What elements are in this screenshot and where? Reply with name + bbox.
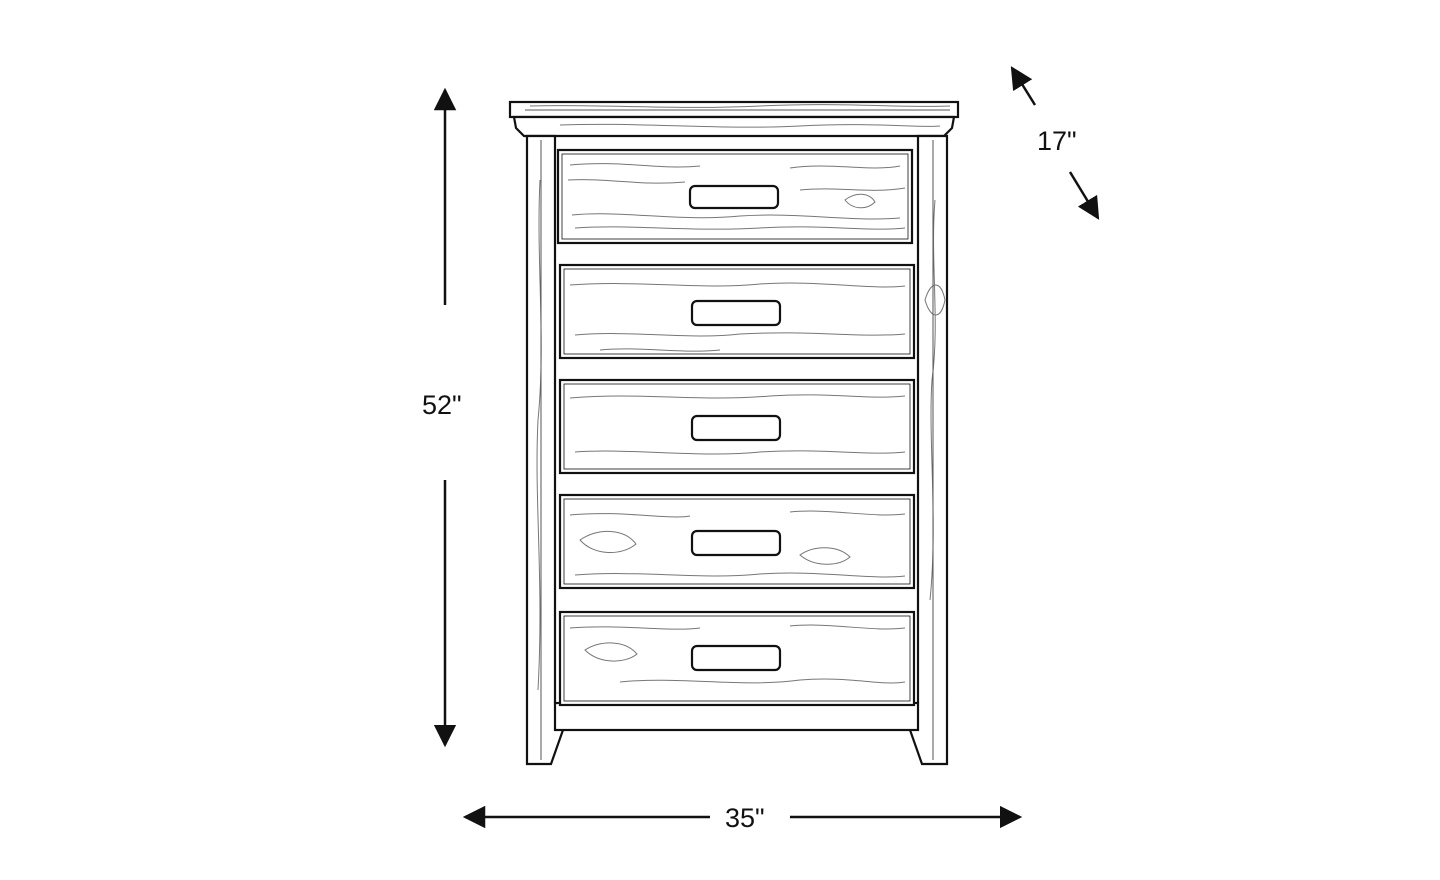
height-label: 52" [420, 388, 464, 423]
depth-arrow-lower [1068, 171, 1100, 220]
drawer-4 [558, 493, 916, 590]
chest-body [508, 100, 960, 766]
dimension-arrows [433, 66, 1100, 829]
drawer-3-handle [690, 414, 782, 442]
drawer-5-handle [690, 644, 782, 672]
depth-arrow-upper [1010, 66, 1037, 106]
drawer-3 [558, 378, 916, 475]
drawer-1-handle [688, 184, 780, 210]
drawer-4-handle [690, 529, 782, 557]
drawers [556, 148, 916, 707]
drawer-2-handle [690, 299, 782, 327]
wood-grain [529, 104, 951, 691]
bottom-rail [553, 701, 920, 732]
width-label: 35" [721, 803, 769, 834]
drawer-5 [558, 610, 916, 707]
drawer-2 [558, 263, 916, 360]
depth-label: 17" [1035, 126, 1079, 157]
right-side-post [908, 134, 949, 766]
